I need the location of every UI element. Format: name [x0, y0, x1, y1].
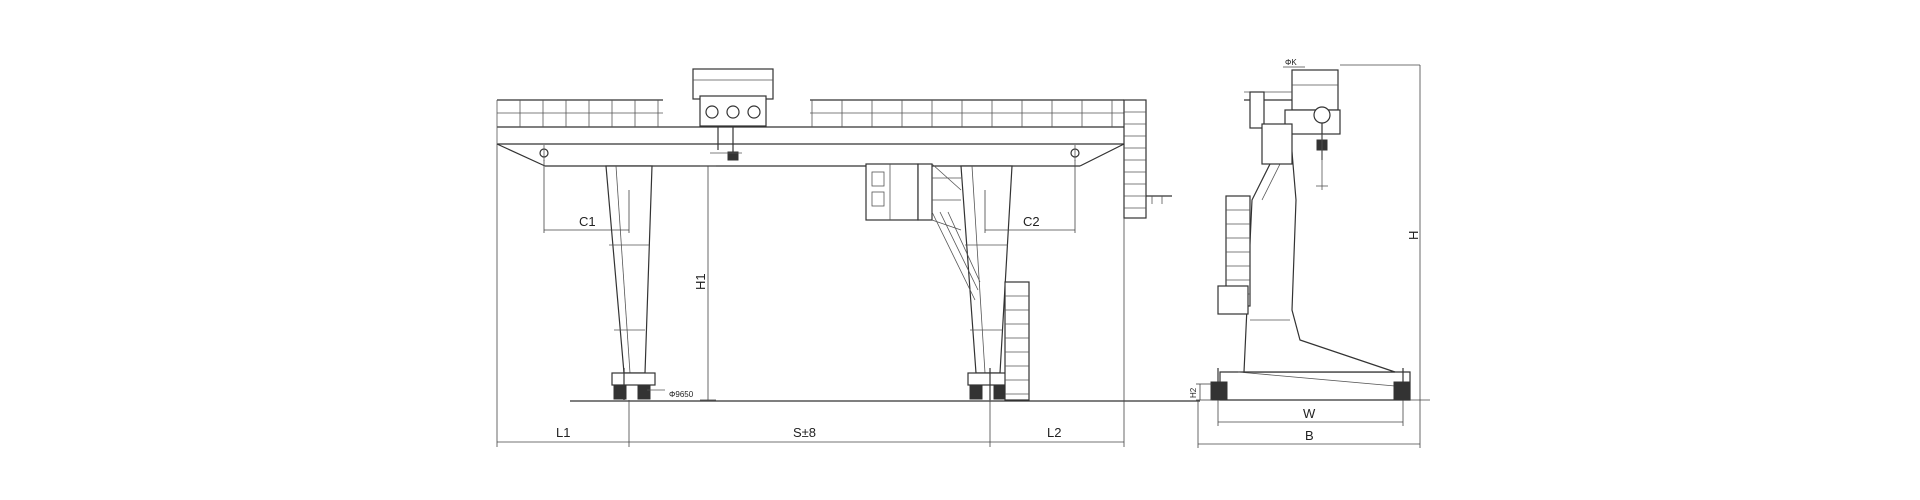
right-leg	[960, 165, 1013, 400]
c2-dimension: C2	[984, 160, 1076, 233]
h2-label: H2	[1189, 387, 1198, 398]
side-leg	[1243, 151, 1396, 373]
s-label: S±8	[793, 425, 816, 440]
c2-label: C2	[1023, 214, 1040, 229]
left-leg	[605, 165, 665, 400]
rail-tag: Φ9650	[669, 390, 694, 399]
side-view: ΦK H	[1189, 58, 1430, 448]
hook-marks	[539, 145, 1080, 161]
trolley	[692, 68, 774, 161]
main-girder	[496, 126, 1125, 167]
wb-dimensions: W B	[1197, 400, 1421, 448]
sill-beam	[1210, 368, 1411, 401]
l2-label: L2	[1047, 425, 1061, 440]
operator-cab	[865, 163, 981, 301]
side-trolley	[1244, 69, 1341, 165]
side-hook	[1316, 134, 1328, 190]
side-stairs	[1217, 195, 1251, 315]
front-view: Φ9650 C1 C2 H1 L1	[496, 68, 1200, 447]
h-label: H	[1406, 231, 1421, 240]
b-label: B	[1305, 428, 1314, 443]
c1-label: C1	[579, 214, 596, 229]
w-label: W	[1303, 406, 1316, 421]
end-ladder-cage	[1123, 99, 1172, 219]
walkway-railing-right	[810, 99, 1124, 127]
h2-dimension: H2	[1189, 383, 1212, 401]
c1-dimension: C1	[543, 160, 630, 233]
oak-label: ΦK	[1285, 58, 1297, 67]
h-dimension: H	[1340, 64, 1430, 401]
l1-label: L1	[556, 425, 570, 440]
walkway-railing-left	[496, 99, 663, 127]
h1-label: H1	[693, 273, 708, 290]
h1-dimension: H1	[693, 165, 716, 401]
span-dimensions: L1 S±8 L2	[496, 144, 1125, 447]
access-ladder	[1004, 281, 1030, 401]
